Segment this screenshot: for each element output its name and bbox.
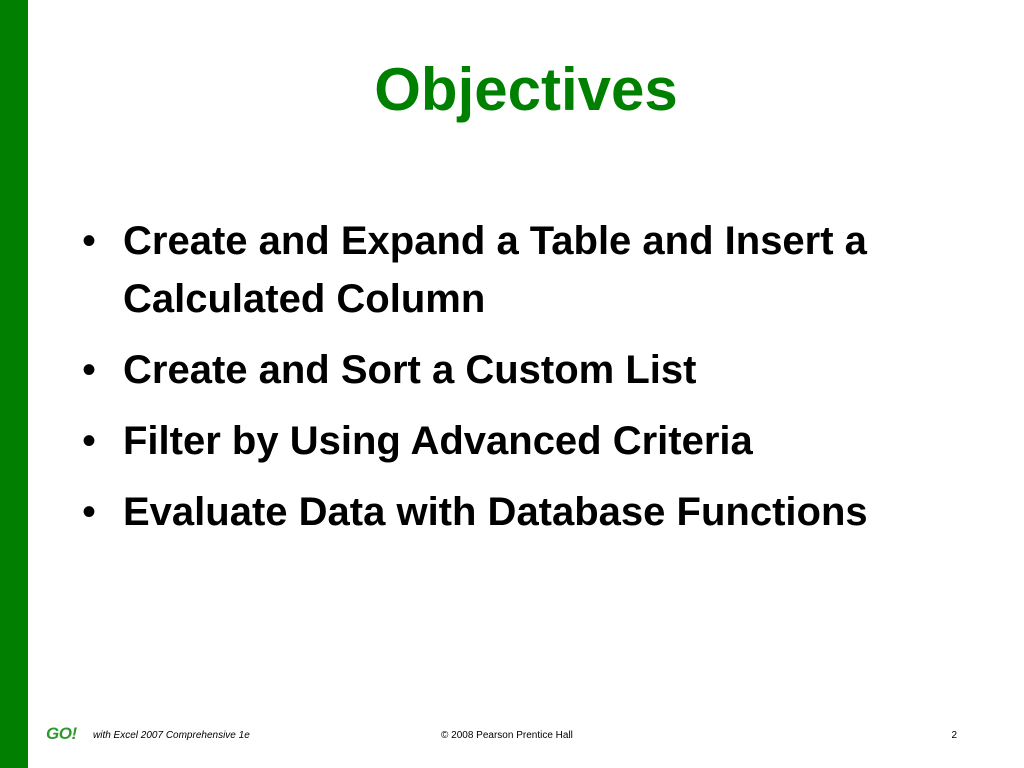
list-item: • Create and Sort a Custom List	[82, 341, 962, 399]
slide-footer: GO! with Excel 2007 Comprehensive 1e © 2…	[0, 724, 1024, 748]
bullet-icon: •	[82, 348, 97, 392]
list-item-text: Filter by Using Advanced Criteria	[123, 419, 753, 463]
page-number: 2	[951, 730, 957, 741]
list-item-text: Create and Sort a Custom List	[123, 348, 697, 392]
list-item: • Create and Expand a Table and Insert a…	[82, 212, 962, 328]
bullet-icon: •	[82, 490, 97, 534]
list-item-text: Create and Expand a Table and Insert a C…	[123, 219, 867, 321]
list-item-text: Evaluate Data with Database Functions	[123, 490, 868, 534]
bullet-icon: •	[82, 219, 97, 263]
list-item: • Filter by Using Advanced Criteria	[82, 412, 962, 470]
go-logo: GO!	[46, 724, 77, 743]
bullet-icon: •	[82, 419, 97, 463]
footer-course-title: with Excel 2007 Comprehensive 1e	[93, 730, 250, 741]
slide-title: Objectives	[374, 56, 678, 123]
list-item: • Evaluate Data with Database Functions	[82, 483, 962, 541]
objectives-list: • Create and Expand a Table and Insert a…	[82, 212, 962, 554]
footer-copyright: © 2008 Pearson Prentice Hall	[441, 730, 573, 741]
left-accent-bar	[0, 0, 28, 768]
